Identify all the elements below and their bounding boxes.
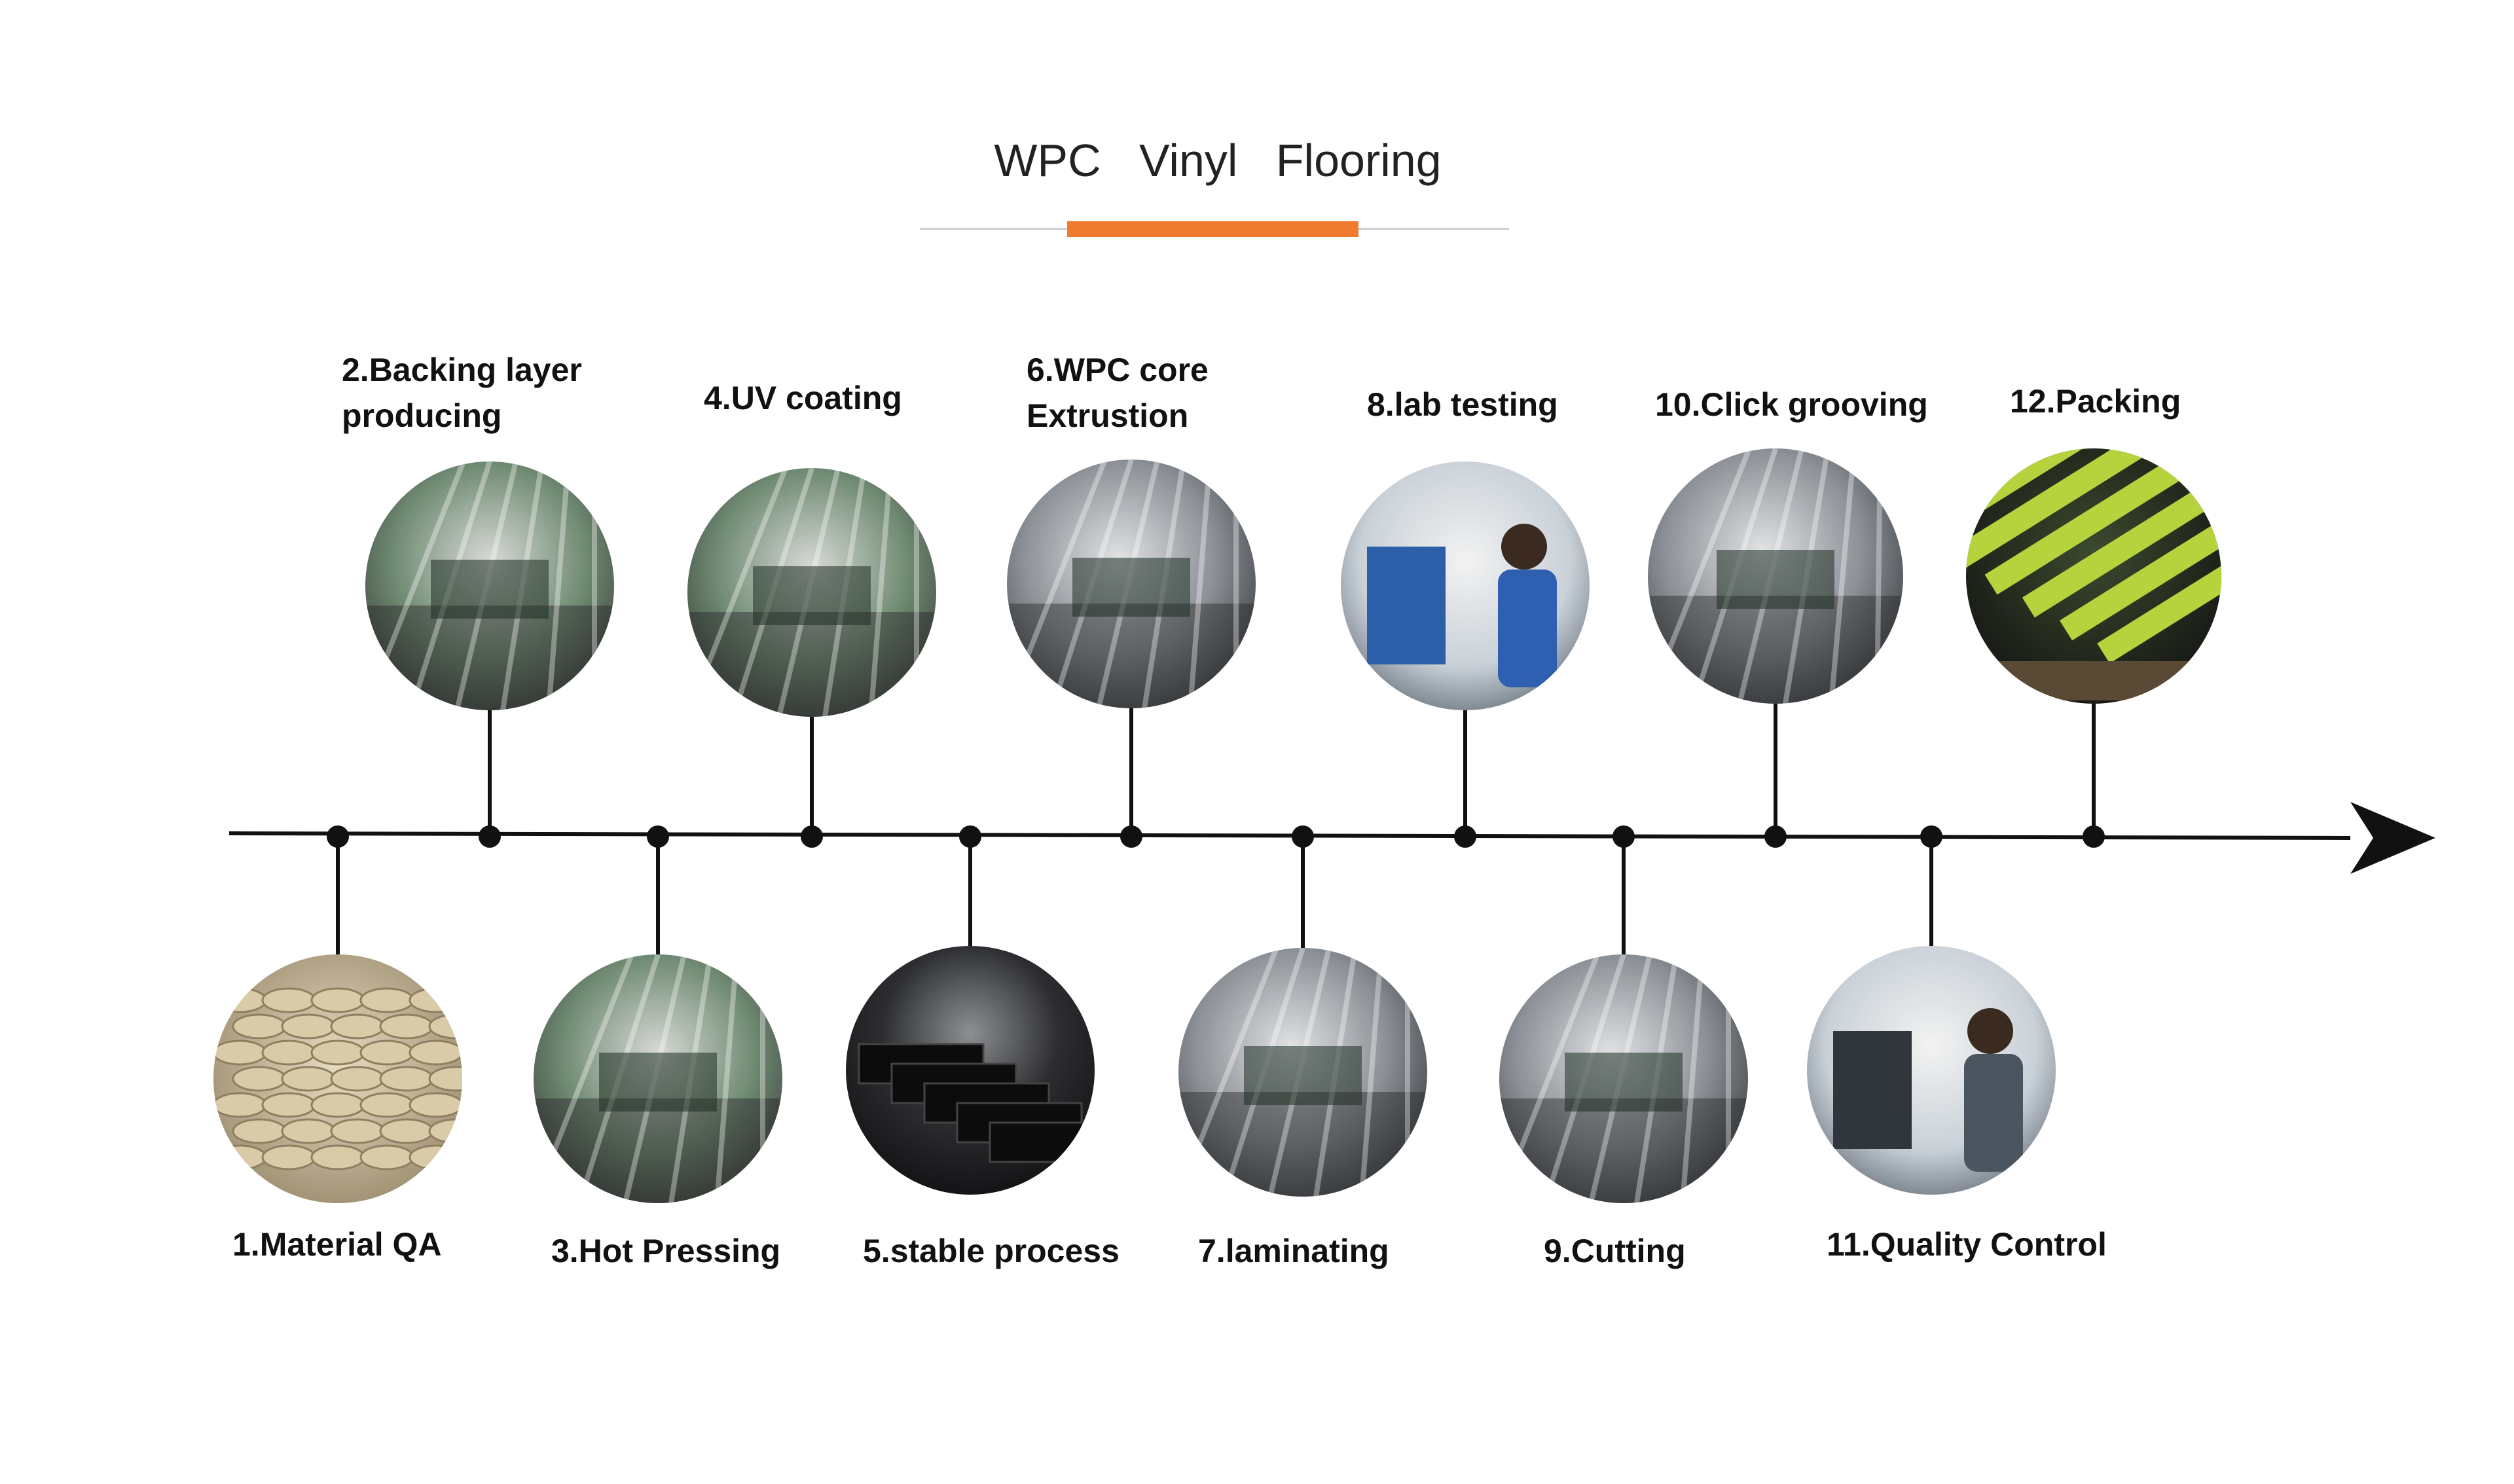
- step-label: 5.stable process: [863, 1233, 1120, 1269]
- step-label: 4.UV coating: [704, 380, 902, 416]
- step-photo-laminating-machine: [1178, 948, 1427, 1197]
- step-photo-quality-inspector: [1807, 946, 2056, 1195]
- step-photo-packed-boxes-on-pallet: [1966, 448, 2221, 704]
- step-dot: [479, 825, 501, 848]
- step-label: 7.laminating: [1198, 1233, 1389, 1269]
- step-photo-lab-testing-equipment: [1341, 461, 1590, 710]
- step-label: 3.Hot Pressing: [551, 1233, 780, 1269]
- step-dot: [801, 825, 823, 848]
- step-dot: [327, 825, 349, 848]
- step-label: 12.Packing: [2010, 383, 2181, 420]
- step-label: 8.lab testing: [1367, 386, 1558, 423]
- step-photo-worker-at-backing-layer-line: [365, 461, 614, 710]
- step-photo-click-grooving-blades: [1648, 448, 1903, 704]
- step-label: 1.Material QA: [232, 1226, 442, 1263]
- title-accent-bar: [1067, 221, 1358, 237]
- step-photo-hot-press-workshop: [534, 954, 782, 1203]
- step-label: 10.Click grooving: [1655, 386, 1928, 423]
- timeline-axis: [228, 831, 2351, 840]
- step-photo-cutting-machine: [1499, 954, 1748, 1203]
- step-dot: [647, 825, 669, 848]
- step-photo-stacked-boards-workshop: [846, 946, 1095, 1195]
- step-label: 11.Quality Control: [1827, 1226, 2107, 1263]
- step-photo-sacks-of-raw-material: [213, 954, 462, 1203]
- step-label: 9.Cutting: [1544, 1233, 1686, 1269]
- diagram-title: WPC Vinyl Flooring: [994, 135, 1442, 186]
- step-photo-extrusion-line: [1007, 460, 1256, 708]
- step-photo-uv-coating-machine: [687, 468, 936, 717]
- timeline-arrowhead: [2350, 802, 2435, 874]
